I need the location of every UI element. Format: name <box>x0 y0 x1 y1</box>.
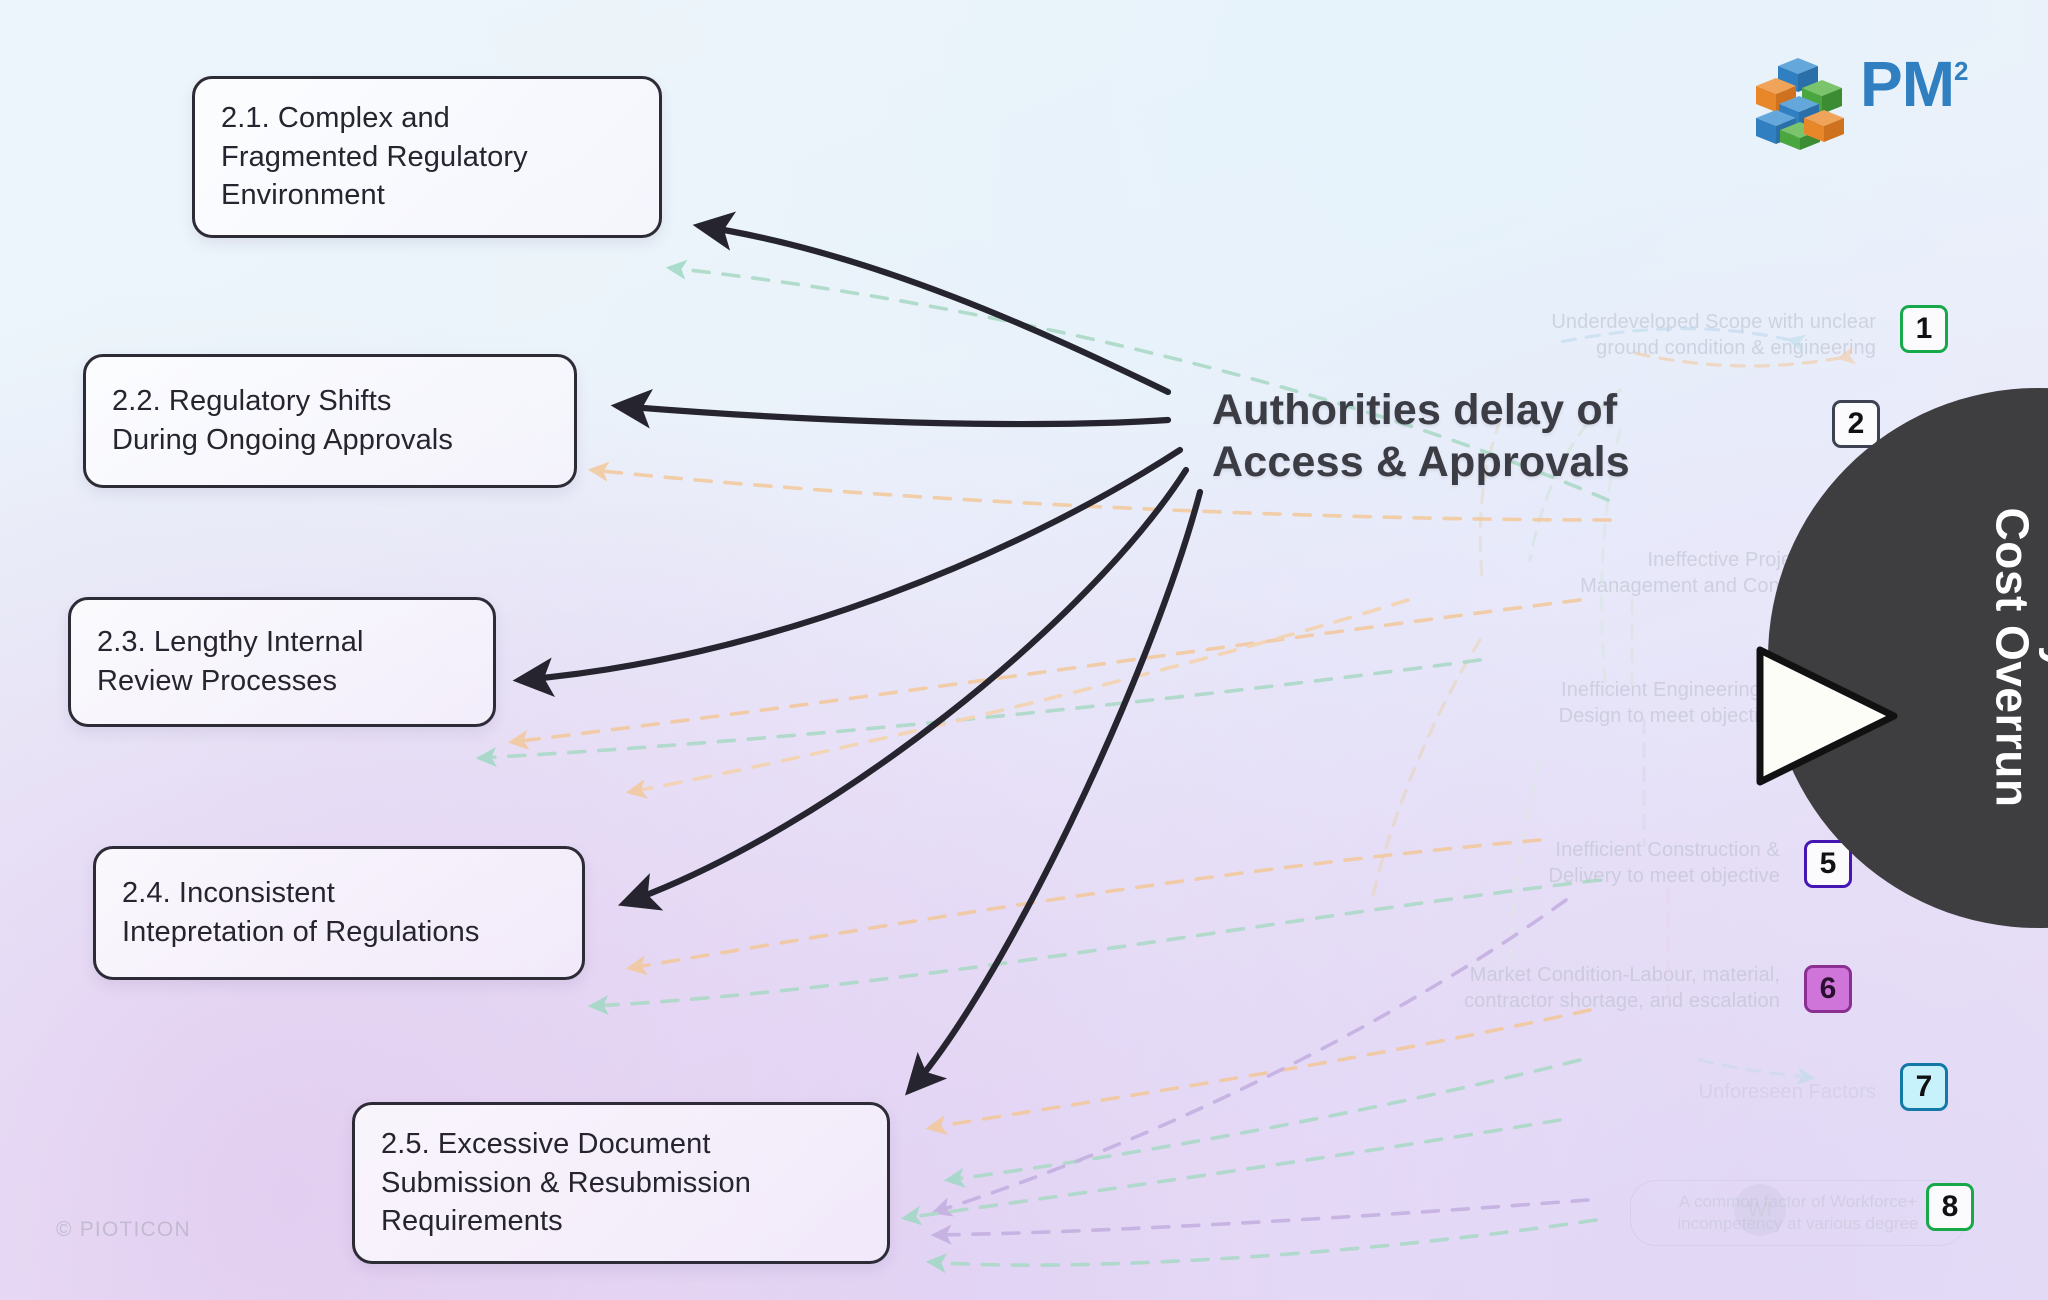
outcome-circle: Delay and Cost Overrun <box>1768 388 2048 928</box>
cause-box-2-5[interactable]: 2.5. Excessive Document Submission & Res… <box>352 1102 890 1264</box>
bg-badge-7: 7 <box>1900 1063 1948 1111</box>
logo-superscript: 2 <box>1954 56 1969 86</box>
bg-badge-2: 2 <box>1832 400 1880 448</box>
connector-to-cause-1 <box>692 211 1172 396</box>
workforce-avatar: WI <box>1734 1184 1786 1236</box>
connector-to-cause-4 <box>617 466 1190 911</box>
connector-to-cause-2 <box>610 388 1172 429</box>
brand-logo: PM 2 <box>1754 48 1969 150</box>
bg-badge-6: 6 <box>1804 965 1852 1013</box>
cause-box-2-2[interactable]: 2.2. Regulatory Shifts During Ongoing Ap… <box>83 354 577 488</box>
outcome-label: Delay and Cost Overrun <box>1986 508 2048 808</box>
cause-box-2-5-label: 2.5. Excessive Document Submission & Res… <box>381 1128 751 1238</box>
cube-cluster-icon <box>1756 58 1844 150</box>
cause-box-2-3[interactable]: 2.3. Lengthy Internal Review Processes <box>68 597 496 727</box>
bg-badge-1: 1 <box>1900 305 1948 353</box>
bg-item-label-1: Underdeveloped Scope with unclear ground… <box>1551 311 1876 359</box>
bg-item-label-5: Inefficient Construction & Delivery to m… <box>1548 839 1780 887</box>
bg-item-label-4: Inefficient Engineering & Design to meet… <box>1558 679 1780 727</box>
bg-item-label-3: Ineffective Project Management and Contr… <box>1580 549 1808 597</box>
bg-item-label-7: Unforeseen Factors <box>1698 1081 1876 1103</box>
cause-box-2-3-label: 2.3. Lengthy Internal Review Processes <box>97 626 364 697</box>
cause-box-2-2-label: 2.2. Regulatory Shifts During Ongoing Ap… <box>112 385 453 456</box>
connector-to-cause-5 <box>905 488 1204 1096</box>
center-title: Authorities delay of Access & Approvals <box>1212 386 1630 487</box>
cause-box-2-1[interactable]: 2.1. Complex and Fragmented Regulatory E… <box>192 76 662 238</box>
logo-wordmark: PM <box>1860 48 1955 120</box>
cause-box-2-4[interactable]: 2.4. Inconsistent Intepretation of Regul… <box>93 846 585 980</box>
workforce-chip: A common factor of Workforce+ incompeten… <box>1630 1180 1966 1247</box>
cause-box-2-4-label: 2.4. Inconsistent Intepretation of Regul… <box>122 877 480 948</box>
bg-item-label-6: Market Condition-Labour, material, contr… <box>1464 964 1780 1012</box>
connector-to-cause-3 <box>512 446 1184 697</box>
watermark: © PIOTICON <box>56 1218 191 1241</box>
bg-badge-8: 8 <box>1926 1183 1974 1231</box>
cause-box-2-1-label: 2.1. Complex and Fragmented Regulatory E… <box>221 102 528 212</box>
